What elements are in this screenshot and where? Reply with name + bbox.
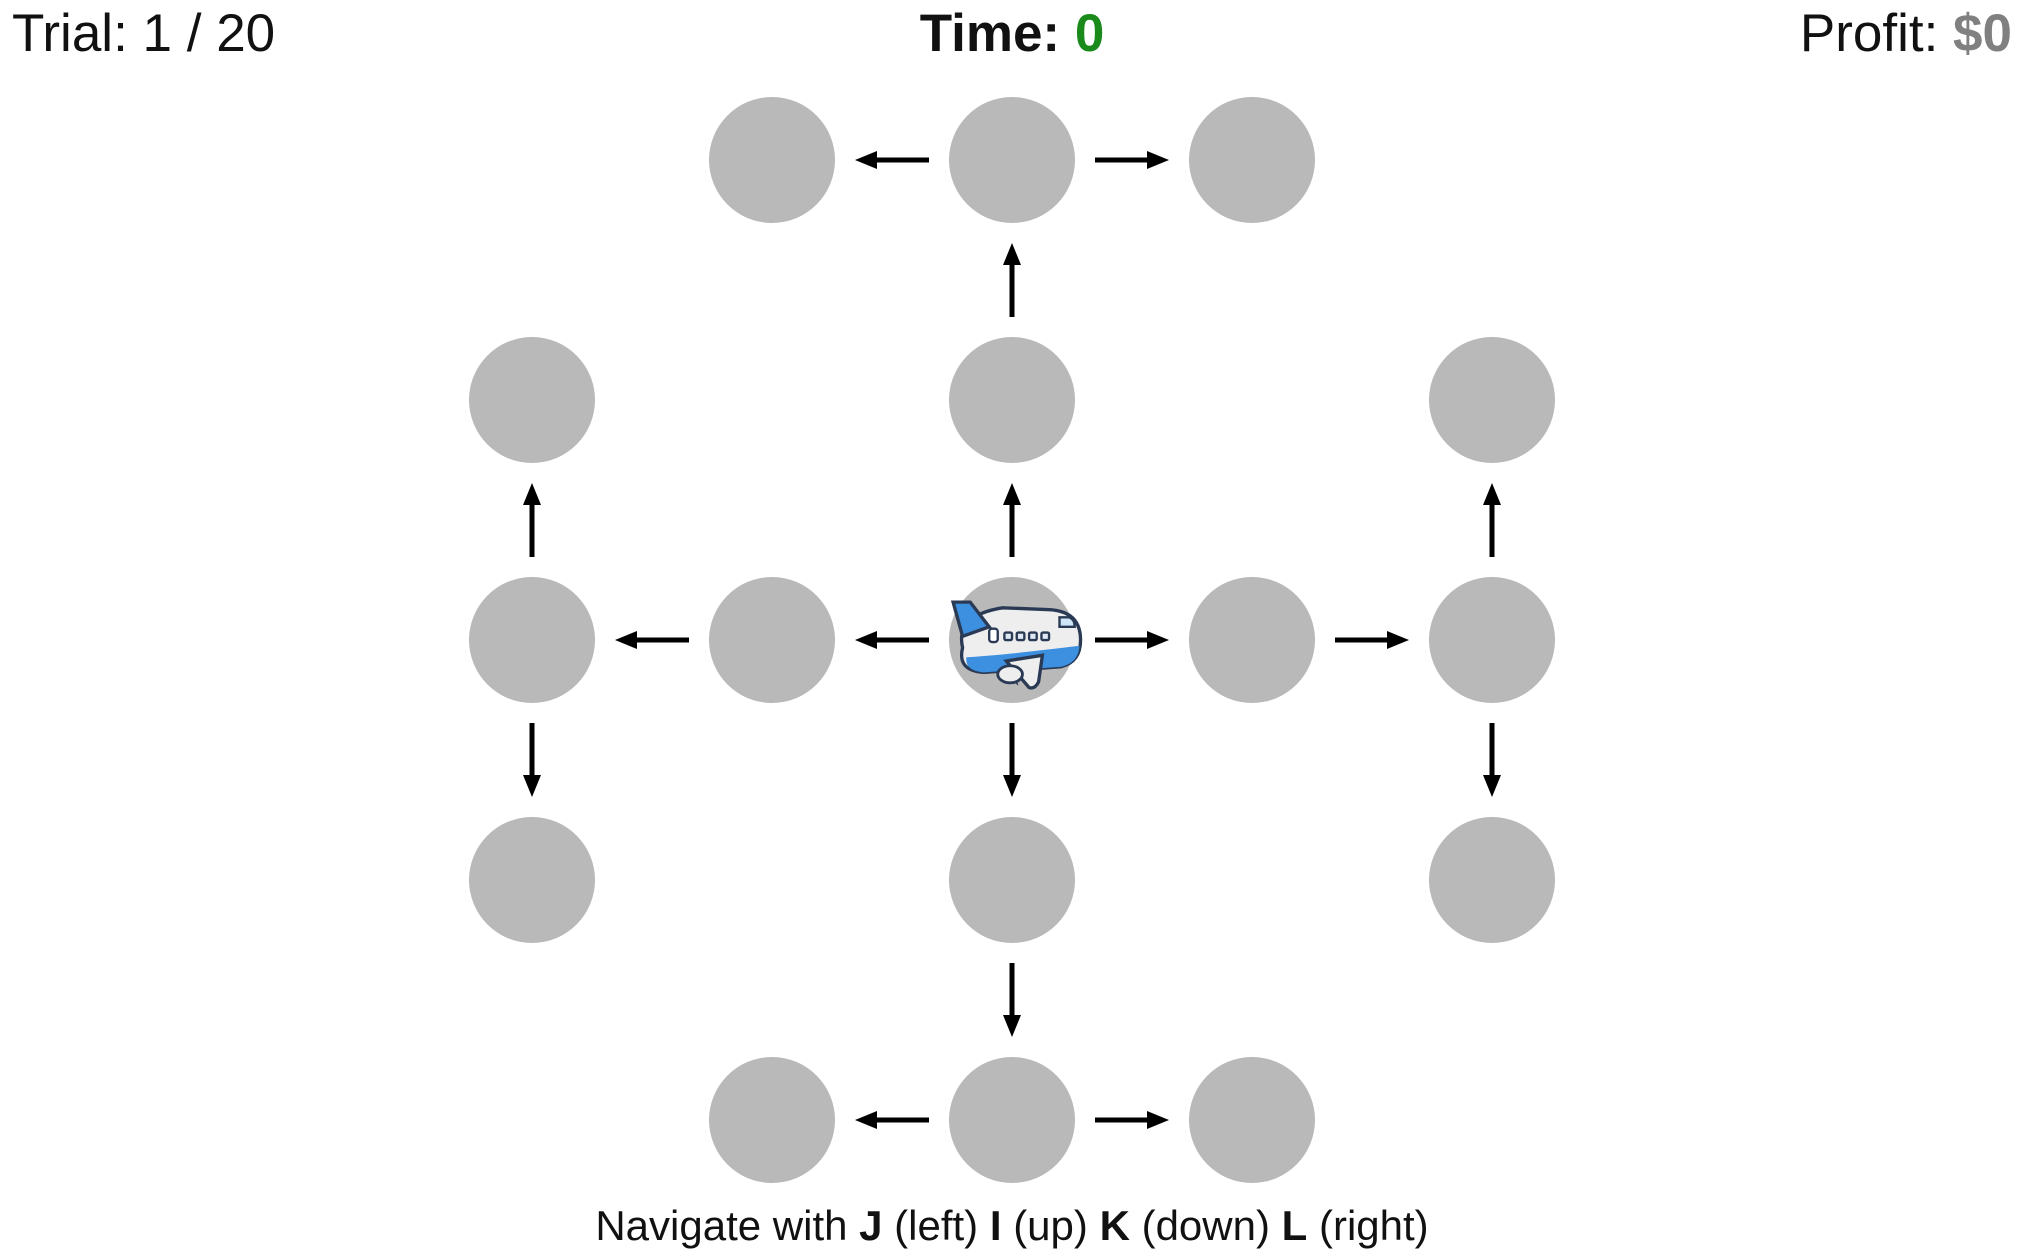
arrow-head [855,1111,877,1129]
node-dr [1429,817,1555,943]
key-down: K [1099,1202,1130,1249]
arrow-head [1483,775,1501,797]
arrow-head [1003,1015,1021,1037]
nodes-layer [469,97,1555,1183]
key-up: I [989,1202,1002,1249]
navigation-instructions: Navigate with J (left) I (up) K (down) L… [0,1198,2024,1254]
profit-label: Profit: [1799,4,1939,63]
profit-display: Profit: $0 [1800,2,2012,66]
key-up-label: (up) [1013,1202,1088,1249]
arrow-head [1147,1111,1169,1129]
time-display: Time: 0 [0,2,2024,66]
key-left-label: (left) [894,1202,979,1249]
node-r [1189,577,1315,703]
arrow-head [523,775,541,797]
arrow-head [855,631,877,649]
edge-arrow-c-u [1003,483,1021,557]
edge-arrow-t-tr [1095,151,1169,169]
arrow-head [1387,631,1409,649]
arrow-head [855,151,877,169]
arrow-head [615,631,637,649]
node-ul [469,337,595,463]
edge-arrow-t-tl [855,151,929,169]
arrow-head [1147,151,1169,169]
edge-arrow-ll-ul [523,483,541,557]
arrow-head [1483,483,1501,505]
node-ll [469,577,595,703]
trial-value: 1 / 20 [142,4,276,63]
trial-label: Trial: [12,4,128,63]
key-right: L [1281,1202,1308,1249]
node-ur [1429,337,1555,463]
edge-arrow-c-r [1095,631,1169,649]
instructions-prefix: Navigate with [595,1202,848,1249]
node-br [1189,1057,1315,1183]
node-t [949,97,1075,223]
node-dl [469,817,595,943]
edges-layer [523,151,1501,1129]
edge-arrow-rr-ur [1483,483,1501,557]
edge-arrow-b-bl [855,1111,929,1129]
trial-counter: Trial: 1 / 20 [12,2,275,66]
edge-arrow-c-d [1003,723,1021,797]
arrow-head [523,483,541,505]
edge-arrow-b-br [1095,1111,1169,1129]
edge-arrow-c-l [855,631,929,649]
arrow-head [1147,631,1169,649]
arrow-head [1003,483,1021,505]
node-d [949,817,1075,943]
node-u [949,337,1075,463]
edge-arrow-u-t [1003,243,1021,317]
edge-arrow-rr-dr [1483,723,1501,797]
profit-value: $0 [1953,4,2012,63]
key-down-label: (down) [1141,1202,1270,1249]
time-label: Time: [919,4,1061,63]
arrow-head [1003,243,1021,265]
time-value: 0 [1074,4,1105,63]
edge-arrow-d-b [1003,963,1021,1037]
node-b [949,1057,1075,1183]
edge-arrow-r-rr [1335,631,1409,649]
node-l [709,577,835,703]
node-tr [1189,97,1315,223]
node-bl [709,1057,835,1183]
node-tl [709,97,835,223]
key-left: J [859,1202,883,1249]
edge-arrow-l-ll [615,631,689,649]
edge-arrow-ll-dl [523,723,541,797]
arrow-head [1003,775,1021,797]
key-right-label: (right) [1318,1202,1429,1249]
node-rr [1429,577,1555,703]
